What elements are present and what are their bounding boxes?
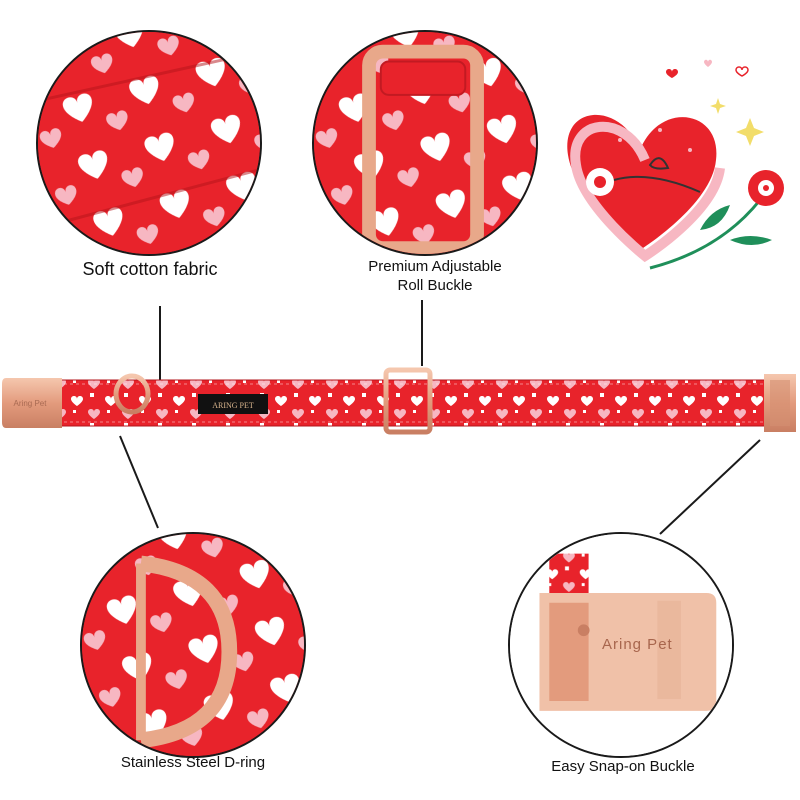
brand-tag <box>198 394 268 414</box>
dog-collar: ARING PET Aring Pet <box>2 367 796 435</box>
leader-line-snap <box>659 439 761 535</box>
caption-soft-cotton-fabric: Soft cotton fabric <box>82 259 218 279</box>
sparkle-icon <box>666 59 764 146</box>
caption-roll-buckle: Premium Adjustable Roll Buckle <box>368 258 502 294</box>
collar-strap <box>57 379 771 427</box>
leader-line-dring <box>119 435 159 529</box>
brand-tag-label: ARING PET <box>212 401 254 410</box>
caption-snap-buckle: Easy Snap-on Buckle <box>551 758 695 775</box>
flower-icon <box>649 170 784 270</box>
caption-d-ring: Stainless Steel D-ring <box>120 754 266 771</box>
snap-buckle-closeup: Aring Pet <box>508 532 734 758</box>
d-ring-closeup <box>80 532 306 758</box>
heart-box-icon <box>567 114 725 263</box>
roll-buckle-closeup <box>312 30 538 256</box>
snap-buckle-engraving: Aring Pet <box>602 636 673 653</box>
left-snap-buckle <box>2 378 62 428</box>
collar-d-ring <box>113 373 151 415</box>
fabric-closeup <box>36 30 262 256</box>
left-buckle-engraving: Aring Pet <box>14 399 48 408</box>
collar-roll-buckle <box>383 367 433 435</box>
